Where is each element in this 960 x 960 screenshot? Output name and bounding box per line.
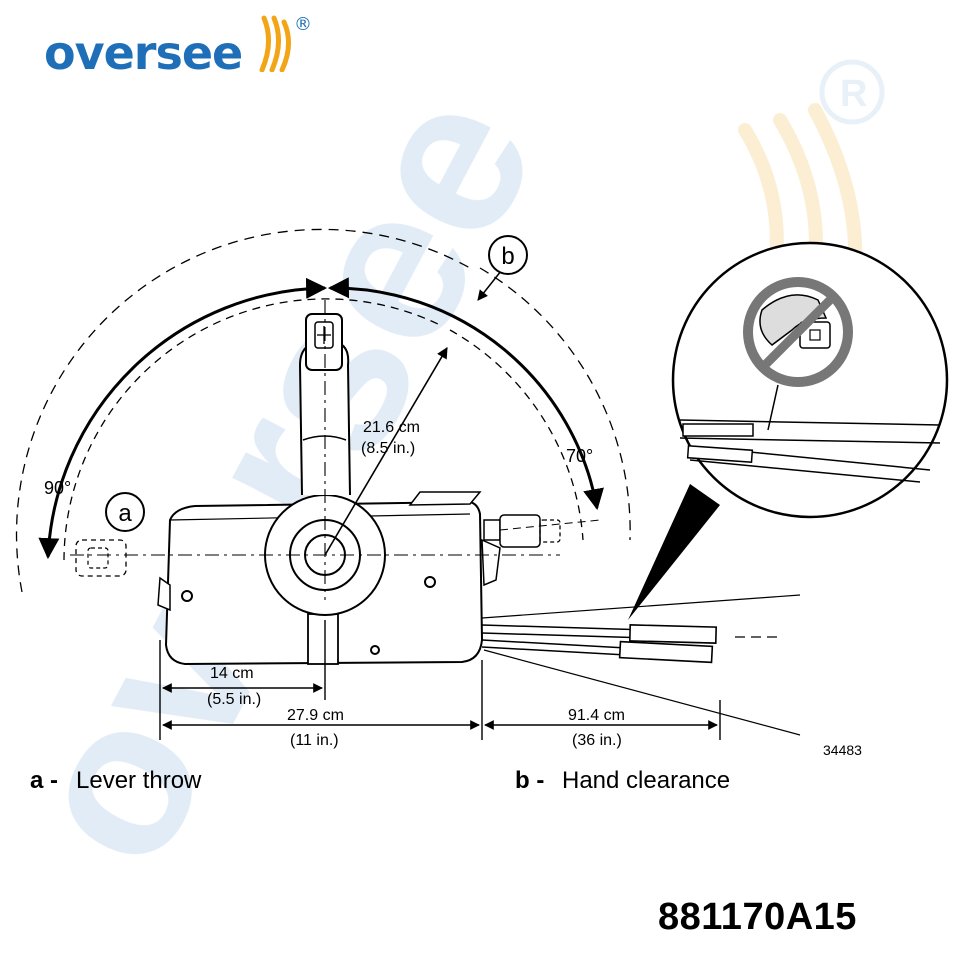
- diagram-labels: 90° 70° 21.6 cm (8.5 in.) 14 cm (5.5 in.…: [44, 419, 862, 758]
- brand-logo: oversee: [44, 30, 243, 76]
- reference-lines: [70, 300, 601, 600]
- dim-279-cm: 27.9 cm: [287, 707, 344, 724]
- callout-b: b: [488, 235, 528, 275]
- legend-b-text: Hand clearance: [562, 767, 730, 794]
- callout-b-label: b: [501, 243, 514, 270]
- detail-magnifier: [628, 241, 949, 620]
- control-cables: [481, 594, 801, 736]
- callout-a: a: [105, 492, 145, 532]
- watermark-registered-letter: R: [840, 73, 867, 115]
- legend-b-key: b -: [515, 767, 544, 794]
- throw-arcs: [15, 228, 631, 593]
- hand-clearance-arc-outer: [15, 228, 471, 593]
- no-hand-clearance-icon: [743, 277, 853, 387]
- dim-279-in: (11 in.): [290, 732, 339, 749]
- hand-clearance-arc-inner: [63, 298, 441, 561]
- dim-14-cm: 14 cm: [210, 665, 254, 682]
- dim-914-in: (36 in.): [572, 732, 622, 749]
- callout-a-label: a: [118, 500, 132, 527]
- hand-clearance-arc-inner-right: [449, 329, 584, 541]
- dim-914-cm: 91.4 cm: [568, 707, 625, 724]
- brand-logo-text: oversee: [44, 26, 243, 80]
- lever-throw-arc-right: [327, 277, 604, 511]
- legend-a-text: Lever throw: [76, 767, 202, 794]
- angle-right-label: 70°: [566, 446, 593, 466]
- brand-wave-icon: [259, 15, 291, 72]
- legend-a-key: a -: [30, 767, 58, 794]
- legend: a - Lever throw b - Hand clearance: [30, 767, 730, 794]
- lever-throw-arc: [38, 277, 328, 560]
- dimension-lines: [159, 620, 721, 740]
- hand-clearance-arc-outer-right: [479, 267, 631, 541]
- lever-radius-cm: 21.6 cm: [363, 419, 420, 436]
- brand-registered-mark: ®: [294, 14, 312, 35]
- lever-radius-in: (8.5 in.): [361, 440, 415, 457]
- dim-14-in: (5.5 in.): [207, 691, 261, 708]
- watermark-registered-icon: [819, 59, 885, 125]
- figure-number: 34483: [823, 742, 862, 758]
- angle-left-label: 90°: [44, 478, 71, 498]
- part-number: 881170A15: [658, 896, 857, 938]
